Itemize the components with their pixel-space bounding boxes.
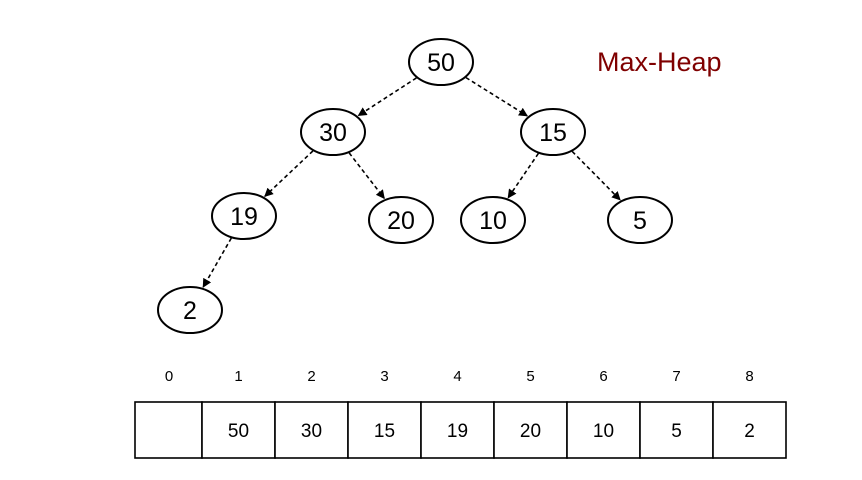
edge-n50-n15 bbox=[465, 76, 529, 117]
array-cell-7 bbox=[639, 401, 714, 459]
node-label: 5 bbox=[633, 207, 647, 235]
tree-node-19: 19 bbox=[211, 192, 277, 240]
node-ellipse bbox=[520, 108, 586, 156]
node-label: 20 bbox=[387, 207, 415, 235]
edge-n15-n10 bbox=[507, 153, 540, 199]
node-ellipse bbox=[157, 286, 223, 334]
array-index-label: 1 bbox=[234, 368, 242, 385]
array-index-label: 7 bbox=[672, 368, 680, 385]
node-label: 2 bbox=[183, 297, 197, 325]
node-label: 19 bbox=[230, 203, 258, 231]
array-cell-value: 30 bbox=[301, 421, 322, 442]
tree-node-20: 20 bbox=[368, 196, 434, 244]
array-index-label: 2 bbox=[307, 368, 315, 385]
tree-node-2: 2 bbox=[157, 286, 223, 334]
array-index-label: 6 bbox=[599, 368, 607, 385]
array-cell-value: 15 bbox=[374, 421, 395, 442]
array-index-label: 3 bbox=[380, 368, 388, 385]
node-label: 10 bbox=[479, 207, 507, 235]
array-cell-5 bbox=[493, 401, 568, 459]
diagram-title: Max-Heap bbox=[597, 47, 722, 77]
edge-n15-n5 bbox=[571, 150, 621, 201]
node-label: 50 bbox=[427, 49, 455, 77]
tree-node-50: 50 bbox=[408, 38, 474, 86]
array-cell-8 bbox=[712, 401, 787, 459]
node-ellipse bbox=[211, 192, 277, 240]
edge-n50-n30 bbox=[357, 77, 417, 117]
heap-array: 0 1 50 2 30 3 15 4 19 5 20 6 10 7 5 8 2 bbox=[134, 368, 787, 459]
node-ellipse bbox=[408, 38, 474, 86]
node-ellipse bbox=[368, 196, 434, 244]
tree-node-5: 5 bbox=[607, 196, 673, 244]
array-index-label: 0 bbox=[165, 368, 173, 385]
tree-node-10: 10 bbox=[460, 196, 526, 244]
array-index-label: 5 bbox=[526, 368, 534, 385]
tree-nodes: 50 30 15 19 20 10 5 2 bbox=[157, 38, 673, 334]
tree-node-30: 30 bbox=[300, 108, 366, 156]
array-cell-3 bbox=[347, 401, 422, 459]
array-cell-0 bbox=[134, 401, 203, 459]
node-ellipse bbox=[460, 196, 526, 244]
array-cell-value: 2 bbox=[744, 421, 755, 442]
array-cell-value: 19 bbox=[447, 421, 468, 442]
array-cell-value: 5 bbox=[671, 421, 682, 442]
array-cell-4 bbox=[420, 401, 495, 459]
edge-n19-n2 bbox=[202, 237, 232, 288]
array-cell-value: 10 bbox=[593, 421, 614, 442]
array-cell-value: 50 bbox=[228, 421, 249, 442]
node-label: 15 bbox=[539, 119, 567, 147]
edge-n30-n20 bbox=[348, 152, 385, 200]
node-ellipse bbox=[607, 196, 673, 244]
array-cell-value: 20 bbox=[520, 421, 541, 442]
node-ellipse bbox=[300, 108, 366, 156]
node-label: 30 bbox=[319, 119, 347, 147]
edge-n30-n19 bbox=[264, 150, 314, 198]
array-index-label: 8 bbox=[745, 368, 753, 385]
tree-edges bbox=[202, 76, 621, 288]
array-index-label: 4 bbox=[453, 368, 461, 385]
tree-node-15: 15 bbox=[520, 108, 586, 156]
